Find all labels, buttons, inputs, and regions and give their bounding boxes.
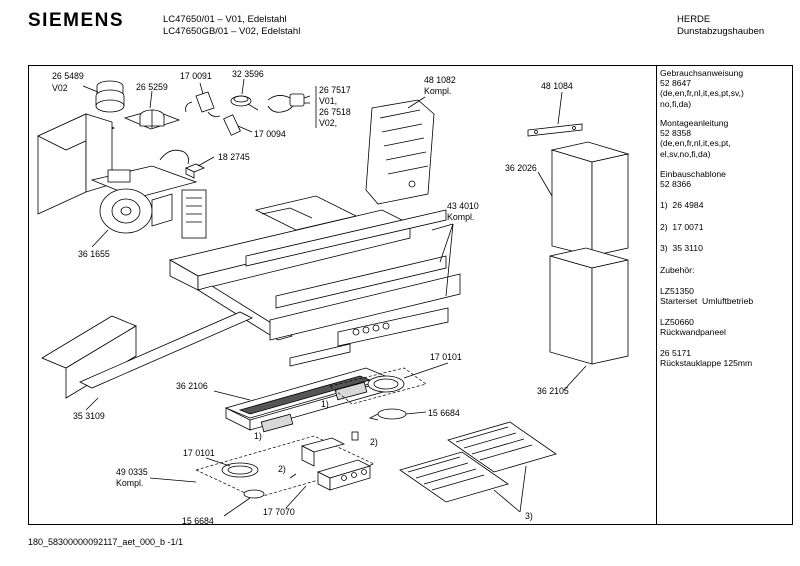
- duct-collar-part: [95, 80, 125, 113]
- category: Dunstabzugshauben: [677, 26, 765, 37]
- lamp-cover-part: [329, 367, 427, 421]
- label-362105: 36 2105: [537, 386, 569, 396]
- model-line-1: LC47650/01 – V01, Edelstahl: [163, 14, 287, 25]
- lower-chimney-part: [549, 247, 629, 365]
- label-361655: 36 1655: [78, 249, 110, 259]
- accessory-1-code: LZ51350: [660, 286, 694, 296]
- brand-logo: SIEMENS: [28, 10, 125, 31]
- upper-chimney-part: [550, 141, 630, 257]
- backflow-flap-part: [123, 109, 181, 130]
- capacitor-part: [185, 91, 221, 117]
- label-156684b: 15 6684: [182, 516, 214, 526]
- note-2-left: 2): [278, 464, 286, 474]
- label-kompl3: Kompl.: [116, 478, 144, 488]
- label-170094: 17 0094: [254, 129, 286, 139]
- template-number: 52 8366: [660, 179, 692, 190]
- manual-block: Gebrauchsanweisung 52 8647 (de,en,fr,nl,…: [660, 68, 744, 109]
- document-id: 180_58300000092117_aet_000_b -1/1: [28, 537, 183, 547]
- label-170101a: 17 0101: [430, 352, 462, 362]
- template-block: Einbauschablone 52 8366: [660, 169, 726, 189]
- accessory-3-code: 26 5171: [660, 348, 692, 358]
- label-362026: 36 2026: [505, 163, 537, 173]
- terminal-part: [185, 163, 205, 179]
- note-2-right: 2): [370, 437, 378, 447]
- ref-2: 2) 17 0071: [660, 222, 704, 232]
- label-265259: 26 5259: [136, 82, 168, 92]
- manual-langs-1: (de,en,fr,nl,it,es,pt,sv,): [660, 88, 744, 99]
- label-267518: 26 7518: [319, 107, 351, 117]
- carbon-pad-part: [399, 421, 557, 503]
- fan-housing-part: [37, 113, 207, 239]
- manual-langs-2: no,fi,da): [660, 98, 692, 109]
- label-490335: 49 0335: [116, 467, 148, 477]
- ref-3: 3) 35 3110: [660, 243, 703, 253]
- install-number: 52 8358: [660, 128, 692, 139]
- accessory-3: 26 5171 Rückstauklappe 125mm: [660, 348, 752, 368]
- grease-filter-frame-part: [224, 367, 392, 433]
- note-1-bottom: 1): [254, 431, 262, 441]
- label-434010: 43 4010: [447, 201, 479, 211]
- label-323596: 32 3596: [232, 69, 264, 79]
- label-170091: 17 0091: [180, 71, 212, 81]
- fascia-panels-part: [245, 209, 461, 367]
- label-v02a: V02: [52, 83, 68, 93]
- accessory-2-desc: Rückwandpaneel: [660, 327, 726, 338]
- carbon-filter-part: [365, 99, 435, 205]
- label-156684a: 15 6684: [428, 408, 460, 418]
- clip-part: [230, 95, 259, 111]
- install-langs-1: (de,en,fr,nl,it,es,pt,: [660, 138, 731, 149]
- model-info: LC47650/01 – V01, Edelstahl LC47650GB/01…: [163, 14, 300, 38]
- label-481084: 48 1084: [541, 81, 573, 91]
- install-langs-2: el,sv,no,fi,da): [660, 148, 711, 159]
- accessory-1-desc: Starterset Umluftbetrieb: [660, 296, 754, 307]
- label-v01: V01,: [319, 96, 338, 106]
- chimney-bracket-part: [527, 123, 583, 137]
- note-1-top: 1): [321, 399, 329, 409]
- label-177070: 17 7070: [263, 507, 295, 517]
- accessories-title: Zubehör:: [660, 265, 695, 275]
- label-kompl2: Kompl.: [447, 212, 475, 222]
- label-267517: 26 7517: [319, 85, 351, 95]
- label-481082: 48 1082: [424, 75, 456, 85]
- model-line-2: LC47650GB/01 – V02, Edelstahl: [163, 26, 301, 37]
- front-rail-part: [41, 311, 253, 399]
- label-kompl1: Kompl.: [424, 86, 452, 96]
- power-plug-part: [267, 93, 311, 113]
- label-353109: 35 3109: [73, 411, 105, 421]
- template-title: Einbauschablone: [660, 169, 726, 179]
- install-block: Montageanleitung 52 8358 (de,en,fr,nl,it…: [660, 118, 731, 159]
- spring-part: [223, 114, 241, 136]
- sidebar-panel: [656, 65, 793, 525]
- diagram-frame: [28, 65, 793, 525]
- note-3: 3): [525, 511, 533, 521]
- label-170101b: 17 0101: [183, 448, 215, 458]
- lighting-unit-part: [195, 431, 375, 499]
- accessory-1: LZ51350 Starterset Umluftbetrieb: [660, 286, 753, 306]
- accessory-2: LZ50660 Rückwandpaneel: [660, 317, 726, 337]
- manual-title: Gebrauchsanweisung: [660, 68, 744, 78]
- label-362106: 36 2106: [176, 381, 208, 391]
- label-265489: 26 5489: [52, 71, 84, 81]
- product-category: HERDE Dunstabzugshauben: [677, 14, 764, 38]
- accessory-3-desc: Rückstauklappe 125mm: [660, 358, 753, 369]
- ref-1: 1) 26 4984: [660, 200, 704, 210]
- install-title: Montageanleitung: [660, 118, 729, 128]
- maker: HERDE: [677, 14, 711, 25]
- label-182745: 18 2745: [218, 152, 250, 162]
- accessory-2-code: LZ50660: [660, 317, 694, 327]
- manual-number: 52 8647: [660, 78, 692, 89]
- label-v02b: V02,: [319, 118, 338, 128]
- leader-lines: [82, 78, 587, 517]
